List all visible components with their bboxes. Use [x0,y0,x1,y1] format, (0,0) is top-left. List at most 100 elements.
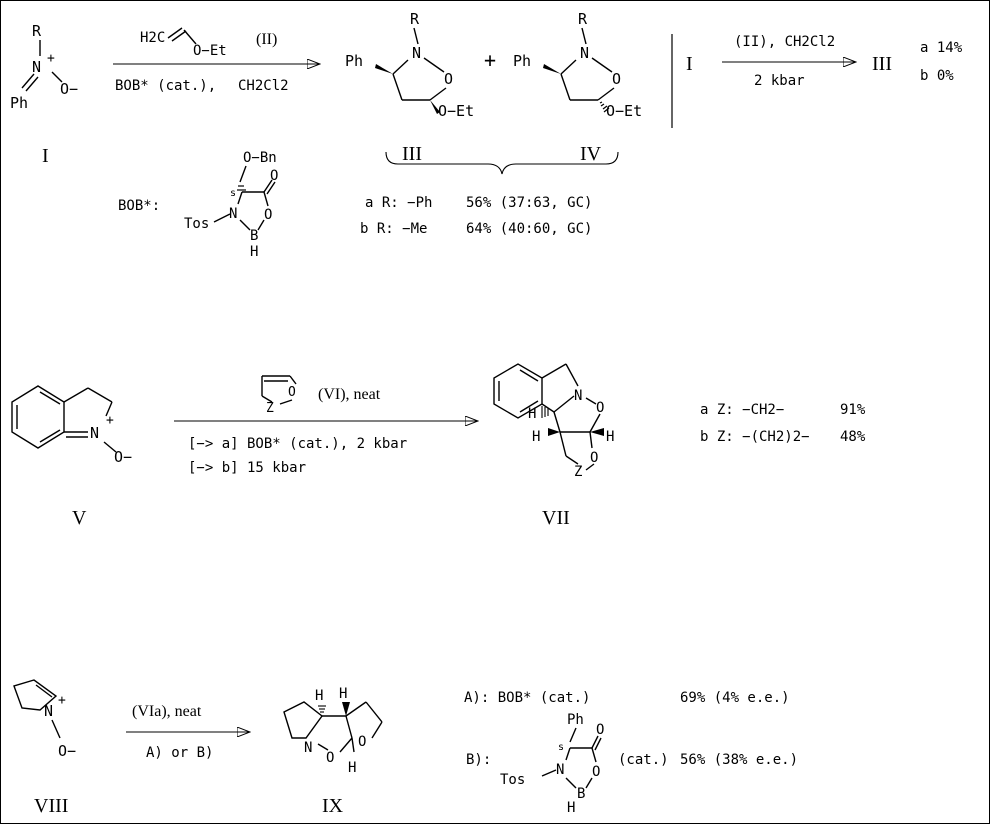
r-label: R [410,10,420,28]
h1-label: H [315,688,323,704]
oet-label: O−Et [606,102,642,120]
r-label: R [32,22,42,40]
condition-a-yield: 69% (4% e.e.) [680,690,790,706]
ring-n-label: N [574,388,582,404]
cycloadduct-VII: N O H H H Z O VII [493,363,614,529]
side-start-label: I [686,53,693,75]
compound-label-I: I [42,145,49,167]
obn-label: O−Bn [243,150,277,166]
ketone-o-label: O [270,168,278,184]
plus-charge: + [58,693,66,708]
side-pressure-label: 2 kbar [754,73,805,89]
ring-o-label: O [288,385,296,400]
stereo-s-label: s [230,188,236,199]
row-b-yield: 48% [840,429,866,445]
ph-label: Ph [513,52,531,70]
tos-label: Tos [184,216,209,232]
ring-o1-label: O [326,750,334,766]
isoxazolidine-IV: R N O Ph O−Et [513,10,642,120]
condition-label: A) or B) [146,745,213,761]
condition-a: [−> a] BOB* (cat.), 2 kbar [188,436,407,452]
plus-charge: + [106,413,114,428]
ph-label: Ph [345,52,363,70]
o-minus-label: O− [114,448,132,466]
ring-o2-label: O [590,450,598,466]
bob-label: BOB*: [118,198,160,214]
ph-label: Ph [10,94,28,112]
o-minus-label: O− [60,80,78,98]
r-label: R [578,10,588,28]
nitrone-VIII: N + O− VIII [13,679,76,817]
h3-label: H [606,429,614,445]
boron-h-label: H [567,800,575,816]
row-a-yield: 56% (37:63, GC) [466,195,592,211]
compound-label-III: III [402,143,422,165]
n-label: N [412,44,421,62]
row-b-tag: b Z: −(CH2)2− [700,429,810,445]
reagent-II: H2C O−Et (II) [140,27,277,59]
row-a-yield: 91% [840,402,866,418]
reagent-code: (VI), neat [318,386,381,403]
bob-catalyst-structure: BOB*: O−Bn s O O N B H Tos [118,150,278,260]
n-label: N [44,702,53,720]
plus-charge: + [47,51,55,66]
reagent-VI: O Z (VI), neat [261,375,381,416]
ring-o-label: O [264,207,272,223]
tos-label: Tos [500,772,525,788]
n-label: N [580,44,589,62]
h2c-label: H2C [140,30,165,46]
product-brace [385,151,619,175]
ring-o1-label: O [596,400,604,416]
n-label: N [32,58,41,76]
reagent-code: (VIa), neat [132,703,202,720]
boron-h-label: H [250,244,258,260]
scheme-3: N + O− VIII (VIa), neat A) or B) N O O [13,679,798,817]
side-yield-b: b 0% [920,68,954,84]
condition-a-label: A): BOB* (cat.) [464,690,590,706]
ring-n-label: N [556,762,564,778]
h2-label: H [532,429,540,445]
side-yield-a: a 14% [920,40,963,56]
h1-label: H [528,406,536,422]
row-a-tag: a R: −Ph [365,195,432,211]
condition-catalyst: BOB* (cat.), [115,78,216,94]
isoxazolidine-III: R N O Ph O−Et [345,10,474,120]
h2-label: H [339,686,347,702]
nitrone-V: N + O− V [11,385,132,529]
ring-n-label: N [229,206,237,222]
row-b-tag: b R: −Me [360,221,427,237]
o-minus-label: O− [58,742,76,760]
side-product-label: III [872,53,892,75]
n-label: N [90,424,99,442]
row-b-yield: 64% (40:60, GC) [466,221,592,237]
z-label: Z [266,401,274,416]
cycloadduct-IX: N O O H H H IX [283,686,383,817]
ring-o-label: O [612,70,621,88]
ring-o2-label: O [358,734,366,750]
h3-label: H [348,760,356,776]
ring-o-label: O [444,70,453,88]
stereo-s-label: s [558,742,564,753]
condition-b-cat: (cat.) [618,752,669,768]
compound-label-VIII: VIII [34,795,68,817]
z-label: Z [574,464,582,480]
side-reagent-label: (II), CH2Cl2 [734,34,835,50]
ring-n-label: N [304,740,312,756]
oet-label: O−Et [438,102,474,120]
row-a-tag: a Z: −CH2− [700,402,784,418]
ring-o-label: O [592,764,600,780]
condition-b-prefix: B): [466,752,491,768]
condition-solvent: CH2Cl2 [238,78,289,94]
plus-sign: + [484,48,496,72]
condition-b: [−> b] 15 kbar [188,460,306,476]
oet-label: O−Et [193,43,227,59]
scheme-2: N + O− V O Z (VI), neat [−> a] BOB* (cat… [11,363,866,529]
condition-b-catalyst: B): Ph s O O N B H Tos [466,712,604,816]
boron-label: B [577,786,585,802]
compound-label-IV: IV [580,143,602,165]
compound-label-VII: VII [542,507,570,529]
compound-label-V: V [72,507,87,529]
boron-label: B [250,228,258,244]
